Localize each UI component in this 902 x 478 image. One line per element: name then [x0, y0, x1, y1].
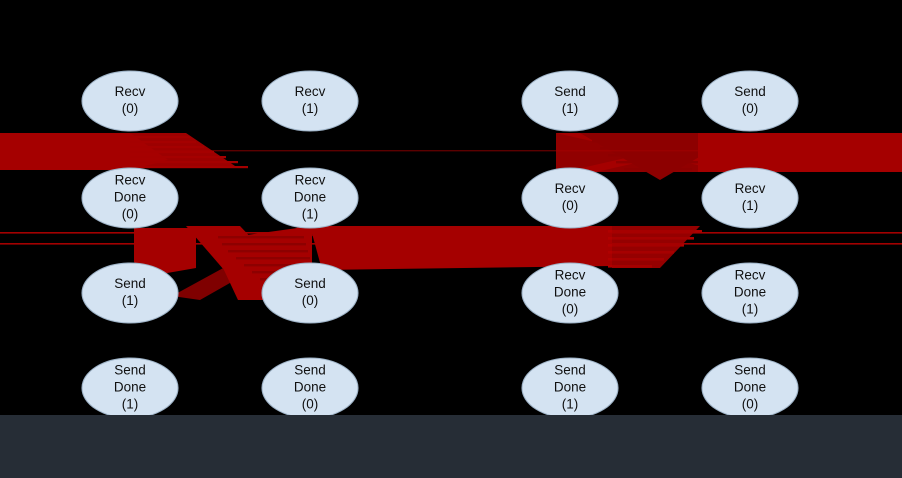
node-label-line: Send [734, 84, 766, 99]
node-label-line: (1) [562, 397, 579, 412]
node-label-line: Send [114, 276, 146, 291]
node-label-line: Done [734, 285, 766, 300]
node-label-line: (0) [742, 397, 759, 412]
node-ellipse[interactable] [521, 70, 619, 132]
node-label-line: Recv [115, 84, 146, 99]
node-recv-1[interactable]: Recv (1) [261, 70, 359, 132]
node-label-line: Recv [555, 181, 586, 196]
node-label-line: Done [114, 190, 146, 205]
node-label-line: Recv [735, 268, 766, 283]
node-label-line: (1) [742, 198, 759, 213]
node-label-line: Recv [555, 268, 586, 283]
node-recv-1-r[interactable]: Recv (1) [701, 167, 799, 229]
node-label-line: Done [294, 380, 326, 395]
node-label-line: Done [114, 380, 146, 395]
node-label-line: (0) [122, 207, 139, 222]
node-label-line: Send [554, 84, 586, 99]
node-label-line: (0) [562, 198, 579, 213]
node-label-line: Done [294, 190, 326, 205]
edge-scanline-a [0, 150, 902, 152]
node-ellipse[interactable] [81, 167, 179, 229]
node-label-line: (0) [122, 101, 139, 116]
node-ellipse[interactable] [261, 167, 359, 229]
node-label-line: (1) [302, 207, 319, 222]
node-label-line: Send [734, 363, 766, 378]
node-label-line: Send [294, 276, 326, 291]
edge-hatch-right-upper [592, 140, 722, 171]
node-label-line: (1) [122, 293, 139, 308]
node-recv-0[interactable]: Recv (0) [81, 70, 179, 132]
node-label-line: Send [114, 363, 146, 378]
node-ellipse[interactable] [701, 70, 799, 132]
node-ellipse[interactable] [261, 262, 359, 324]
node-label-line: (1) [302, 101, 319, 116]
node-ellipse[interactable] [521, 167, 619, 229]
node-label-line: (0) [302, 397, 319, 412]
edge-block-right-mid [698, 133, 902, 172]
node-send-1[interactable]: Send (1) [81, 262, 179, 324]
node-label-line: (1) [122, 397, 139, 412]
node-label-line: Recv [295, 84, 326, 99]
node-label-line: (0) [742, 101, 759, 116]
node-ellipse[interactable] [261, 70, 359, 132]
node-label-line: (0) [562, 302, 579, 317]
node-label-line: (1) [562, 101, 579, 116]
edge-band-right-lower [612, 226, 700, 268]
node-ellipse[interactable] [81, 262, 179, 324]
status-bar [0, 415, 902, 478]
node-label-line: Done [554, 285, 586, 300]
node-layer: Recv(0)Recv(1)Send(1)Send(0)RecvDone(0)R… [81, 70, 799, 419]
node-label-line: Recv [115, 173, 146, 188]
node-ellipse[interactable] [701, 262, 799, 324]
edge-hatch-left-upper [130, 136, 248, 169]
edge-recvdone0-block [134, 228, 196, 276]
node-label-line: Done [734, 380, 766, 395]
node-label-line: (1) [742, 302, 759, 317]
node-label-line: (0) [302, 293, 319, 308]
node-send-0[interactable]: Send (0) [261, 262, 359, 324]
node-send-1-top[interactable]: Send (1) [521, 70, 619, 132]
node-label-line: Recv [735, 181, 766, 196]
node-label-line: Recv [295, 173, 326, 188]
node-label-line: Send [554, 363, 586, 378]
node-ellipse[interactable] [521, 262, 619, 324]
node-recv-0-r[interactable]: Recv (0) [521, 167, 619, 229]
edge-recv0r-recvdone0r [310, 226, 612, 270]
edge-recv0-recvdone0 [0, 133, 168, 170]
node-label-line: Done [554, 380, 586, 395]
node-ellipse[interactable] [701, 167, 799, 229]
node-send-0-top[interactable]: Send (0) [701, 70, 799, 132]
node-ellipse[interactable] [81, 70, 179, 132]
node-label-line: Send [294, 363, 326, 378]
